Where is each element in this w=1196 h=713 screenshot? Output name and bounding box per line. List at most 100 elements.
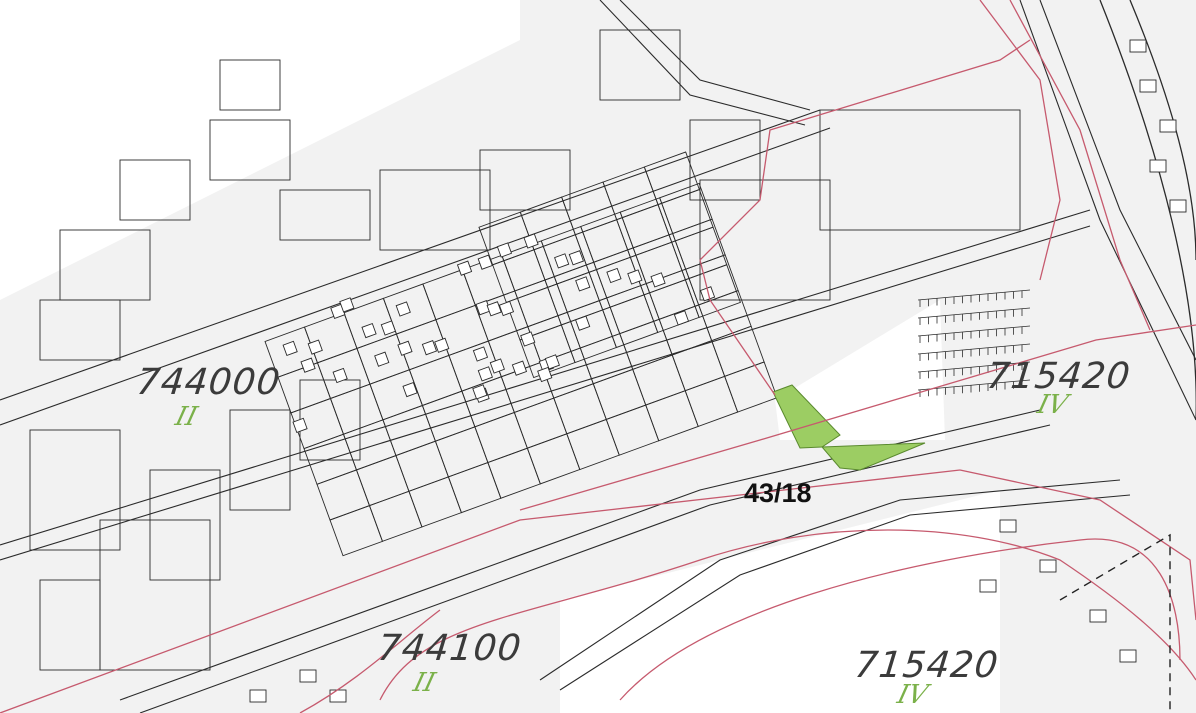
highlight-area-north [772,384,841,449]
building-footprint [477,366,493,382]
building-footprint [1159,119,1177,133]
building-footprint [1149,159,1167,173]
building-footprint [361,322,377,339]
building-footprint [249,689,267,703]
building-footprint [496,242,513,258]
parcel-outline [421,390,476,442]
parking-row [917,361,1031,373]
parcel-outline [382,404,436,457]
parcel-outline [492,249,549,303]
parcel-outline [699,179,831,301]
parcel-outline [684,375,739,428]
building-footprint [374,351,390,367]
building-footprint [456,260,473,276]
plot-area [0,0,520,300]
zone-code-label: 744000 [134,362,283,403]
building-footprint [472,384,488,400]
building-footprint [489,358,505,374]
parcel-outline [479,149,571,211]
parcel-outline [540,225,595,278]
parcel-outline [279,189,371,241]
building-footprint [472,346,489,362]
parcel-outline [29,429,121,551]
parcel-outline [672,218,726,270]
parcel-outline [602,294,659,349]
parcel-outline [219,59,281,111]
parking-row [917,289,1031,301]
building-footprint [520,331,536,347]
parcel-outline [316,469,371,521]
parcel-outline [605,404,660,456]
building-footprint [395,301,411,317]
parcel-outline [395,440,449,492]
building-footprint [397,340,413,356]
parcel-outline [580,211,634,263]
parcel-outline [329,505,384,557]
parcel-outline [342,419,397,471]
parcel-outline [447,461,502,514]
block-grid [264,182,778,557]
parcel-outline [461,376,515,428]
building-footprint [282,340,298,357]
parking-row [917,307,1031,319]
parcel-outline [574,219,631,273]
building-footprint [486,301,502,317]
building-footprint [606,267,622,284]
parcel-outline [599,29,681,101]
parcel-outline [671,340,726,392]
building-footprint [979,579,997,593]
plot-area [775,300,945,440]
building-footprint [575,315,591,331]
building-footprint [537,366,553,383]
parcel-outline [526,433,581,485]
building-footprint [300,357,316,373]
building-footprint [650,272,666,288]
building-footprint [402,381,418,398]
parcel-outline [645,390,699,442]
building-footprint [544,354,560,370]
parcel-outline [368,490,423,542]
parcel-outline [629,241,686,296]
building-footprint [380,320,396,336]
parcel-outline [606,283,660,335]
parcel-outline [632,354,686,406]
parcel-outline [209,119,291,181]
plot-areas [0,0,1000,713]
parcel-outline [119,159,191,221]
parcel-outline [303,312,358,364]
building-footprint [568,250,584,266]
building-footprint [332,367,348,384]
building-footprint [434,337,450,353]
building-footprint [1129,39,1147,53]
building-footprint [1169,199,1187,213]
parcel-outline [229,409,291,511]
building-footprint [299,669,317,683]
parcel-outline [592,368,647,421]
parcel-outline [39,299,121,361]
building-footprint [339,297,355,313]
building-footprint [1139,79,1157,93]
zone-code-label: 744100 [375,628,524,669]
parcel-outline [379,169,491,251]
building-footprint [292,417,308,434]
parcel-outline [474,411,528,464]
parcel-outline [819,109,1021,231]
building-footprint [307,339,323,355]
parcel-outline [553,383,607,435]
building-footprint [329,689,347,703]
parcel-outline [408,354,463,407]
parcel-outline [369,369,423,421]
dashed-boundary [1059,533,1171,713]
parcel-outline [566,297,621,349]
building-footprint [627,269,643,285]
river-corridor [1099,0,1196,420]
parcel-outline [99,519,211,671]
building-footprint [523,233,539,249]
parcel-outline [408,476,462,528]
parcel-outline [487,447,541,499]
parcel-outline [566,418,620,471]
building-footprints [249,39,1187,703]
